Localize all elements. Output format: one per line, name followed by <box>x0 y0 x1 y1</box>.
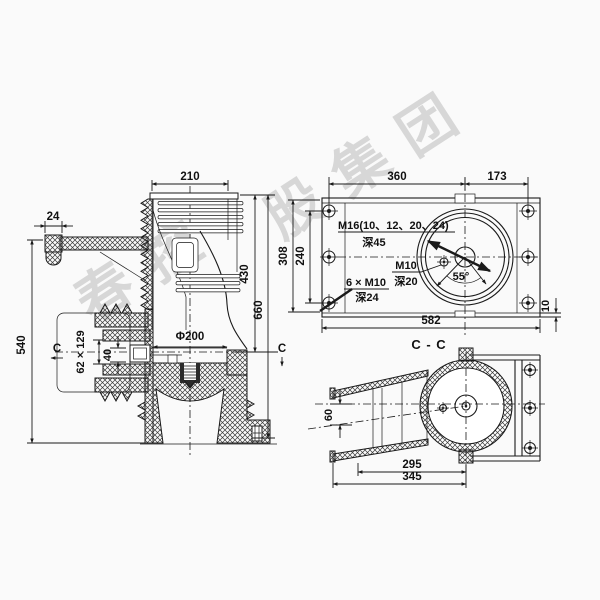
label-6xm10-depth: 深24 <box>355 290 379 304</box>
section-cc-title: C - C <box>411 337 446 352</box>
plan-view: 55° M16(10、12、20、24) 深45 M10 深20 6 × M10… <box>278 171 561 335</box>
bore-key <box>167 354 178 364</box>
bore-lines <box>150 347 227 356</box>
front-view-dimensions: 210 24 540 Φ200 62 × 129 40 430 660 C <box>16 171 286 444</box>
horn-wall-bottom <box>332 438 429 462</box>
dim-540-label: 540 <box>16 335 28 354</box>
horn-tube-top-wall <box>102 329 151 342</box>
dim-173-label: 173 <box>487 171 506 183</box>
arm-leader-line <box>99 251 147 282</box>
front-section-view: 210 24 540 Φ200 62 × 129 40 430 660 C <box>16 171 286 456</box>
label-m10: M10 <box>395 260 416 272</box>
dim-55deg-label: 55° <box>453 271 470 283</box>
horn-fins-top <box>99 302 133 314</box>
horn-wall-top <box>332 369 429 399</box>
label-m16-depth: 深45 <box>362 235 385 249</box>
arm-stub-tip <box>45 251 62 266</box>
dim-660-label: 660 <box>253 300 265 319</box>
m16-leader <box>426 239 492 273</box>
small-hole <box>437 402 449 414</box>
dim-210-label: 210 <box>180 171 199 183</box>
middle-shed-fins <box>175 274 241 293</box>
horn-lip-bottom <box>329 450 336 463</box>
dim-295-label: 295 <box>402 459 422 471</box>
section-marker-c-right: C <box>278 343 286 355</box>
outer-profile-curve <box>199 230 248 350</box>
dim-240-label: 240 <box>295 246 307 265</box>
watermark: 春 控 股 集 团 <box>64 84 468 336</box>
horn-tube-bottom-wall <box>102 363 151 376</box>
flange-right-shoulder <box>226 349 248 376</box>
top-cap <box>149 192 239 200</box>
plate-outline <box>321 197 541 318</box>
contact-block-inner <box>133 347 147 360</box>
dim-62x129-label: 62 × 129 <box>75 330 87 373</box>
foot-bolt-thread <box>253 426 261 441</box>
flange-right-fins <box>246 399 256 420</box>
dim-phi200-label: Φ200 <box>176 331 205 343</box>
section-cc-view: C - C 60 <box>307 337 545 488</box>
conductor-inner <box>176 242 194 268</box>
upper-arm <box>59 236 149 251</box>
side-flange-plate <box>470 354 541 462</box>
arm-stub <box>44 234 63 253</box>
center-boss-hole <box>461 401 471 411</box>
threaded-hole-threads <box>183 365 197 388</box>
threaded-hole-bore <box>184 363 196 380</box>
left-wall-fins <box>136 401 146 421</box>
plan-view-dimensions: 360 173 308 240 582 10 <box>278 171 561 333</box>
dim-582-label: 582 <box>421 315 440 327</box>
dim-430-label: 430 <box>239 264 251 283</box>
dim-345-label: 345 <box>402 471 422 483</box>
horn-inner-lines <box>372 372 428 448</box>
dim-10-label: 10 <box>540 300 552 312</box>
label-m10-depth: 深20 <box>394 274 417 288</box>
section-marker-c-left: C <box>53 343 61 355</box>
dim-360-label: 360 <box>387 171 406 183</box>
serrated-wall <box>140 198 154 310</box>
plate-inner-lines <box>322 202 540 314</box>
left-wall <box>144 308 154 444</box>
foot-bolt <box>251 425 263 442</box>
m16-bolt-holes <box>320 202 537 312</box>
horn-bar-top <box>94 312 149 328</box>
horn-lip-top <box>329 387 336 400</box>
opening-circle-mid <box>420 212 510 302</box>
dim-308-label: 308 <box>278 246 290 266</box>
opening-circle-inner <box>424 216 506 298</box>
6xm10-leader <box>319 288 353 312</box>
label-6xm10: 6 × M10 <box>346 277 386 289</box>
dim-60-label: 60 <box>323 409 335 421</box>
watermark-char: 团 <box>386 84 468 169</box>
dim-40-label: 40 <box>102 349 114 361</box>
label-m16: M16(10、12、20、24) <box>338 220 449 232</box>
section-view-dimensions: 60 295 345 <box>323 391 467 488</box>
horn-fins-bottom <box>99 391 133 403</box>
horn-bar-bottom <box>94 377 149 393</box>
dim-24-label: 24 <box>47 211 60 223</box>
opening-circle-outer <box>416 208 514 306</box>
center-boss <box>454 394 478 418</box>
